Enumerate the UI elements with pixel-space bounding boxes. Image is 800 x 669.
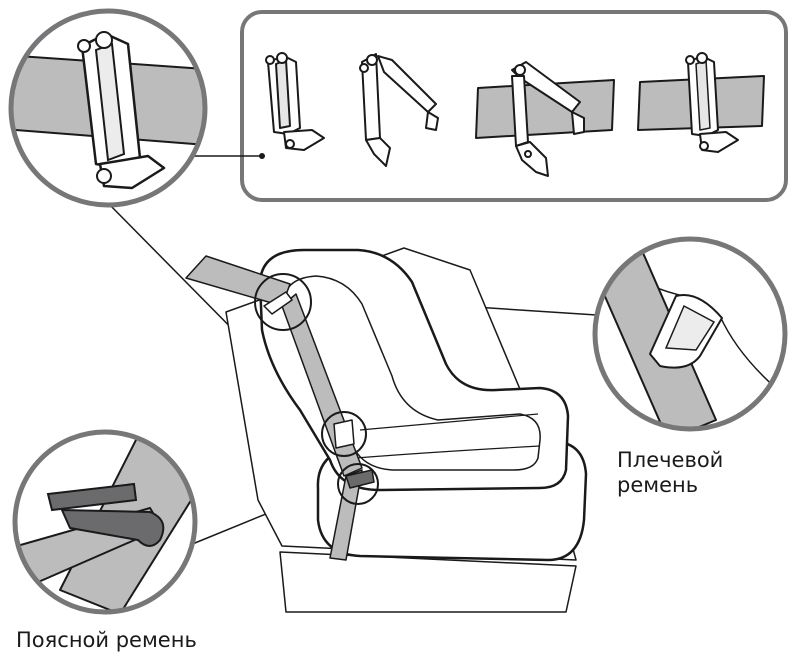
clip-step-2-icon <box>359 53 439 167</box>
clip-step-3-icon <box>475 61 615 177</box>
shoulder-belt-detail-circle <box>592 236 788 432</box>
lap-belt-detail-circle <box>12 429 198 615</box>
lap-belt-label: Поясной ремень <box>16 628 197 652</box>
shoulder-belt-label: Плечевой ремень <box>617 448 767 498</box>
shoulder-belt-label-line2: ремень <box>617 473 699 497</box>
locking-clip-steps-panel <box>240 10 788 202</box>
seat-belt-guide-clips <box>263 291 375 489</box>
shoulder-belt-label-line1: Плечевой <box>617 448 724 472</box>
clip-step-4-icon <box>637 52 765 153</box>
seat-detail-markers <box>254 273 379 505</box>
locking-clip-detail-circle <box>8 8 208 208</box>
clip-step-1-icon <box>265 52 325 151</box>
